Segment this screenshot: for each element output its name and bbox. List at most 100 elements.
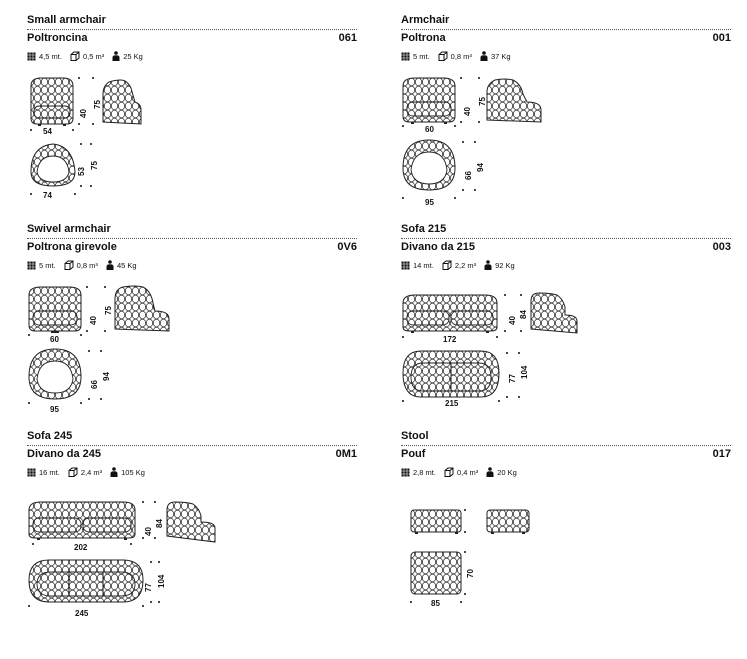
dim-front-height: 40 (144, 527, 153, 536)
volume-spec: 0,8 m³ (64, 260, 98, 270)
product-code: 003 (712, 241, 731, 253)
dim-top-depth: 66 (90, 380, 99, 389)
dim-front-height: 40 (79, 109, 88, 118)
dim-top-width: 95 (50, 405, 59, 414)
dim-side-height: 75 (478, 97, 487, 106)
box-icon (444, 467, 454, 477)
top-view: 215 77 104 (402, 350, 529, 408)
dim-top-depth: 77 (508, 374, 517, 383)
weight-spec: 45 Kg (106, 260, 137, 270)
spec-row: 16 mt. 2,4 m³ 105 Kg (27, 467, 153, 477)
top-view: 95 66 94 (402, 139, 485, 207)
spec-row: 5 mt. 0,8 m³ 37 Kg (401, 51, 519, 61)
volume-spec: 2,4 m³ (68, 467, 102, 477)
side-view: 75 (478, 77, 542, 123)
person-icon (106, 260, 114, 270)
dim-front-width: 60 (50, 335, 59, 344)
product-name-en: Armchair (401, 14, 450, 26)
dim-front-width: 54 (43, 127, 52, 136)
side-view: 75 (104, 285, 170, 332)
weight-spec: 20 Kg (486, 467, 517, 477)
fabric-icon (27, 51, 36, 61)
fabric-icon (401, 467, 410, 477)
top-view: 74 53 75 (30, 143, 99, 200)
divider (401, 238, 731, 239)
product-name-en: Stool (401, 430, 429, 442)
dim-side-height: 84 (519, 310, 528, 319)
product-drawings: 60 40 75 95 66 94 (402, 77, 542, 207)
divider (401, 445, 731, 446)
product-code: 0V6 (337, 241, 357, 253)
product-card-sofa-215: Sofa 215 Divano da 215 003 14 mt. 2,2 m³… (401, 223, 731, 423)
front-view: 202 40 (28, 501, 153, 552)
dim-top-height: 70 (466, 569, 475, 578)
fabric-spec: 14 mt. (401, 260, 434, 270)
side-view: 84 (154, 501, 216, 543)
side-view: 75 (92, 77, 142, 125)
dim-top-width: 74 (43, 191, 52, 200)
divider (27, 238, 357, 239)
dim-top-height: 94 (476, 163, 485, 172)
weight-spec: 25 Kg (112, 51, 143, 61)
dim-top-height: 94 (102, 372, 111, 381)
spec-row: 4,5 mt. 0,5 m³ 25 Kg (27, 51, 151, 61)
product-card-swivel-armchair: Swivel armchair Poltrona girevole 0V6 5 … (27, 223, 357, 423)
dim-top-height: 104 (157, 574, 166, 588)
dim-top-depth: 53 (77, 167, 86, 176)
dim-top-width: 85 (431, 599, 440, 608)
volume-spec: 2,2 m³ (442, 260, 476, 270)
product-code: 0M1 (335, 448, 357, 460)
product-drawings: 172 40 84 215 77 104 (402, 292, 578, 408)
product-name-it: Poltrona (401, 32, 446, 44)
box-icon (438, 51, 448, 61)
fabric-spec: 5 mt. (27, 260, 56, 270)
volume-spec: 0,5 m³ (70, 51, 104, 61)
fabric-icon (401, 51, 410, 61)
front-view: 54 40 (30, 77, 88, 136)
product-code: 017 (712, 448, 731, 460)
fabric-spec: 2,8 mt. (401, 467, 436, 477)
divider (401, 29, 731, 30)
weight-spec: 37 Kg (480, 51, 511, 61)
product-code: 001 (712, 32, 731, 44)
dim-front-height: 40 (508, 316, 517, 325)
box-icon (64, 260, 74, 270)
fabric-icon (27, 260, 36, 270)
dim-top-height: 104 (520, 365, 529, 379)
product-drawings: 202 40 84 245 77 104 (28, 501, 216, 618)
spec-row: 5 mt. 0,8 m³ 45 Kg (27, 260, 145, 270)
dim-front-height: 40 (89, 316, 98, 325)
box-icon (70, 51, 80, 61)
product-card-armchair: Armchair Poltrona 001 5 mt. 0,8 m³ 37 Kg… (401, 14, 731, 214)
dim-front-width: 172 (443, 335, 457, 344)
dim-top-depth: 66 (464, 171, 473, 180)
front-view: 60 40 (402, 77, 472, 134)
person-icon (112, 51, 120, 61)
product-card-small-armchair: Small armchair Poltroncina 061 4,5 mt. 0… (27, 14, 357, 214)
top-view: 85 70 (410, 551, 475, 608)
box-icon (68, 467, 78, 477)
product-name-en: Sofa 245 (27, 430, 73, 442)
product-name-en: Sofa 215 (401, 223, 447, 235)
side-view: 84 (519, 292, 578, 334)
front-view: 172 40 (402, 294, 517, 344)
volume-spec: 0,4 m³ (444, 467, 478, 477)
product-card-stool: Stool Pouf 017 2,8 mt. 0,4 m³ 20 Kg (401, 430, 731, 630)
divider (27, 29, 357, 30)
product-card-sofa-245: Sofa 245 Divano da 245 0M1 16 mt. 2,4 m³… (27, 430, 357, 630)
dim-front-height: 40 (463, 107, 472, 116)
product-drawings: 85 70 (410, 509, 530, 608)
person-icon (484, 260, 492, 270)
weight-spec: 105 Kg (110, 467, 145, 477)
fabric-spec: 16 mt. (27, 467, 60, 477)
product-name-it: Poltroncina (27, 32, 88, 44)
person-icon (486, 467, 494, 477)
dim-top-width: 95 (425, 198, 434, 207)
product-drawings: 54 40 75 74 53 75 (30, 77, 142, 200)
dim-top-width: 245 (75, 609, 89, 618)
side-view (486, 509, 530, 534)
divider (27, 445, 357, 446)
dim-side-height: 75 (93, 100, 102, 109)
dim-top-height: 75 (90, 161, 99, 170)
dim-side-height: 75 (104, 306, 113, 315)
